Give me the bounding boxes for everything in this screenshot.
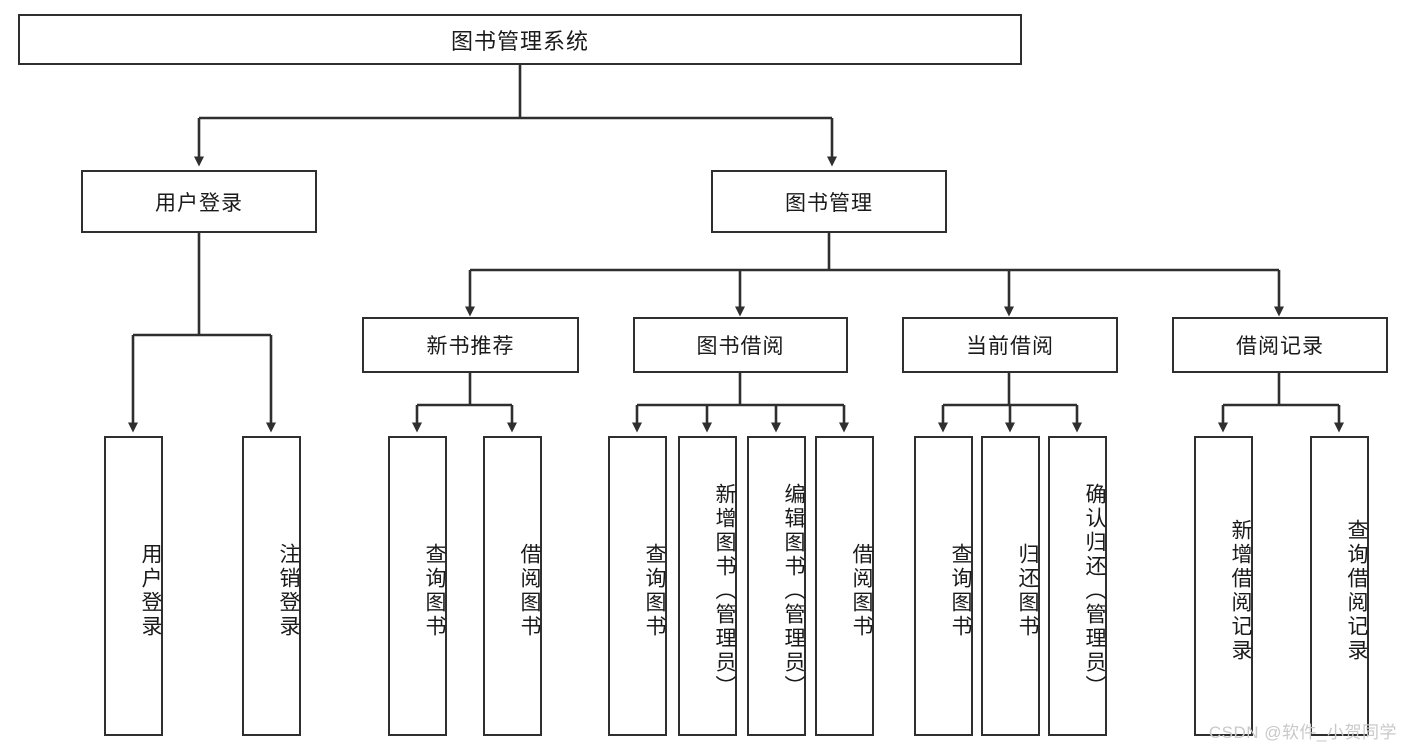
leaf-borrow-record-add[interactable]: 新增借阅记录: [1194, 436, 1253, 736]
leaf-book-borrow-query[interactable]: 查询图书: [608, 436, 667, 736]
leaf-new-book-borrow[interactable]: 借阅图书: [483, 436, 542, 736]
leaf-current-borrow-return[interactable]: 归还图书: [981, 436, 1040, 736]
node-borrow-record[interactable]: 借阅记录: [1172, 317, 1388, 373]
leaf-book-borrow-edit[interactable]: 编辑图书（管理员）: [747, 436, 806, 736]
leaf-new-book-query[interactable]: 查询图书: [388, 436, 447, 736]
node-book-management[interactable]: 图书管理: [711, 170, 947, 233]
node-root[interactable]: 图书管理系统: [18, 14, 1022, 65]
leaf-book-borrow-add[interactable]: 新增图书（管理员）: [678, 436, 737, 736]
node-user-login[interactable]: 用户登录: [81, 170, 317, 233]
node-new-book-recommend[interactable]: 新书推荐: [362, 317, 579, 373]
leaf-user-login-signout[interactable]: 注销登录: [242, 436, 301, 736]
node-book-borrow[interactable]: 图书借阅: [633, 317, 848, 373]
leaf-current-borrow-confirm-return[interactable]: 确认归还（管理员）: [1048, 436, 1107, 736]
leaf-user-login-signin[interactable]: 用户登录: [104, 436, 163, 736]
watermark: CSDN @软件_小贺同学: [1208, 723, 1397, 742]
leaf-book-borrow-lend[interactable]: 借阅图书: [815, 436, 874, 736]
node-current-borrow[interactable]: 当前借阅: [902, 317, 1118, 373]
leaf-borrow-record-query[interactable]: 查询借阅记录: [1310, 436, 1369, 736]
leaf-current-borrow-query[interactable]: 查询图书: [914, 436, 973, 736]
